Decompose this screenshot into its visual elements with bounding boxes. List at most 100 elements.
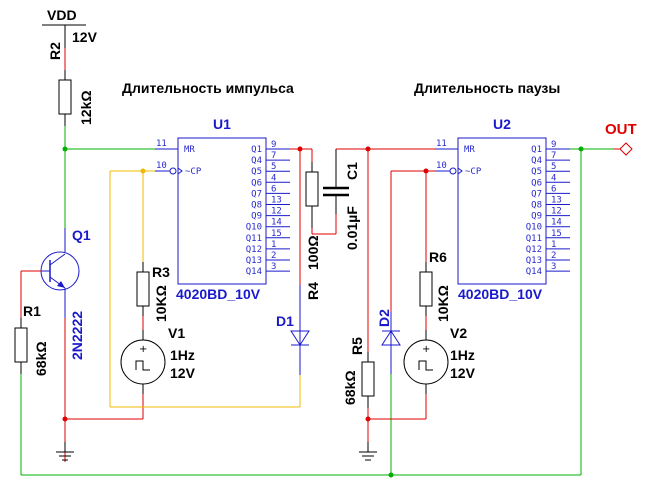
- u2-ref: U2: [493, 116, 511, 132]
- pin-name: Q1: [251, 145, 262, 155]
- v1-amp: 12V: [170, 365, 196, 381]
- resistor-r1[interactable]: R1 68kΩ: [14, 270, 49, 376]
- pin-name: Q1: [531, 145, 542, 155]
- svg-text:+: +: [422, 344, 430, 355]
- resistor-r3[interactable]: R3 10KΩ: [136, 262, 170, 330]
- pin-name: Q14: [526, 267, 542, 277]
- r5-ref: R5: [349, 337, 365, 355]
- pin-name: MR: [184, 145, 195, 155]
- r1-ref: R1: [23, 303, 41, 319]
- svg-text:+: +: [139, 344, 147, 355]
- pin-number: 3: [551, 262, 556, 272]
- pin-number: 6: [271, 184, 276, 194]
- u2-pin-5[interactable]: 5Q5: [531, 162, 570, 177]
- pin-name: Q4: [251, 156, 262, 166]
- pin-name: Q14: [246, 267, 262, 277]
- pin-name: ~CP: [465, 167, 482, 177]
- r1-value: 68kΩ: [33, 341, 49, 376]
- u2-pin-6[interactable]: 6Q7: [531, 184, 570, 199]
- pin-name: Q11: [246, 234, 262, 244]
- pin-number: 1: [271, 240, 276, 250]
- resistor-r6[interactable]: R6 10KΩ: [419, 249, 451, 330]
- pin-name: Q5: [251, 167, 262, 177]
- ground-symbol-left: [56, 442, 74, 461]
- pin-name: Q7: [251, 189, 262, 199]
- chip-pins: 11MR10~CP9Q17Q45Q54Q66Q713Q812Q914Q1015Q…: [155, 139, 570, 277]
- source-v1[interactable]: + V1 1Hz 12V: [120, 325, 196, 400]
- pin-number: 6: [551, 184, 556, 194]
- net-yellow: [109, 168, 301, 408]
- pin-name: Q11: [526, 234, 542, 244]
- c1-value: 0.01µF: [344, 206, 360, 250]
- net-green-out: [570, 146, 618, 152]
- r6-ref: R6: [429, 249, 447, 265]
- pin-number: 10: [436, 161, 447, 171]
- resistor-r2[interactable]: R2 12kΩ: [47, 42, 94, 126]
- capacitor-c1[interactable]: C1 0.01µF: [323, 149, 360, 250]
- pin-number: 1: [551, 240, 556, 250]
- v2-ref: V2: [450, 325, 467, 341]
- u1-pin-9[interactable]: 9Q1: [251, 140, 290, 155]
- u1-pin-7[interactable]: 7Q4: [251, 151, 290, 166]
- u1-model: 4020BD_10V: [176, 286, 261, 302]
- d2-ref: D2: [376, 309, 392, 327]
- v2-amp: 12V: [450, 365, 476, 381]
- pin-name: Q7: [531, 189, 542, 199]
- source-v2[interactable]: + V2 1Hz 12V: [403, 325, 476, 394]
- transistor-q1[interactable]: Q1 2N2222: [40, 227, 91, 360]
- pin-number: 13: [271, 196, 282, 206]
- pin-name: Q13: [526, 256, 542, 266]
- pin-name: Q6: [531, 178, 542, 188]
- net-red-gnd-right: [365, 394, 427, 442]
- net-green-top: [62, 126, 155, 228]
- u2-pin-7[interactable]: 7Q4: [531, 151, 570, 166]
- net-red-u1-out: [290, 146, 337, 285]
- vdd-power-source[interactable]: VDD 12V: [42, 7, 98, 48]
- resistor-r4[interactable]: R4 100Ω: [305, 162, 321, 300]
- pin-number: 9: [551, 140, 556, 150]
- chip-u1[interactable]: U1 4020BD_10V: [176, 116, 267, 302]
- pin-number: 2: [551, 251, 556, 261]
- pin-number: 2: [271, 251, 276, 261]
- pin-name: Q13: [246, 256, 262, 266]
- u1-pin-6[interactable]: 6Q7: [251, 184, 290, 199]
- pin-name: Q8: [531, 201, 542, 211]
- u1-pin-4[interactable]: 4Q6: [251, 173, 290, 188]
- u2-pin-10[interactable]: 10 ~CP: [435, 161, 482, 177]
- pin-number: 11: [436, 139, 447, 149]
- u1-pin-5[interactable]: 5Q5: [251, 162, 290, 177]
- diode-d1[interactable]: D1: [276, 285, 310, 375]
- chip-u2[interactable]: U2 4020BD_10V: [457, 116, 547, 302]
- diode-d2[interactable]: D2: [376, 309, 401, 374]
- u1-pin-10[interactable]: 10~CP: [155, 161, 202, 177]
- pin-number: 13: [551, 196, 562, 206]
- v1-ref: V1: [168, 325, 185, 341]
- r5-value: 68kΩ: [342, 370, 358, 405]
- pin-number: 15: [271, 229, 282, 239]
- u2-pin-4[interactable]: 4Q6: [531, 173, 570, 188]
- resistor-r5[interactable]: R5 68kΩ: [342, 337, 375, 408]
- u2-model: 4020BD_10V: [458, 286, 543, 302]
- u2-pin-9[interactable]: 9Q1: [531, 140, 570, 155]
- r6-value: 10KΩ: [435, 285, 451, 322]
- pin-number: 10: [156, 161, 167, 171]
- output-connector[interactable]: OUT: [605, 121, 637, 156]
- pin-number: 12: [271, 207, 282, 217]
- r2-value: 12kΩ: [78, 90, 94, 125]
